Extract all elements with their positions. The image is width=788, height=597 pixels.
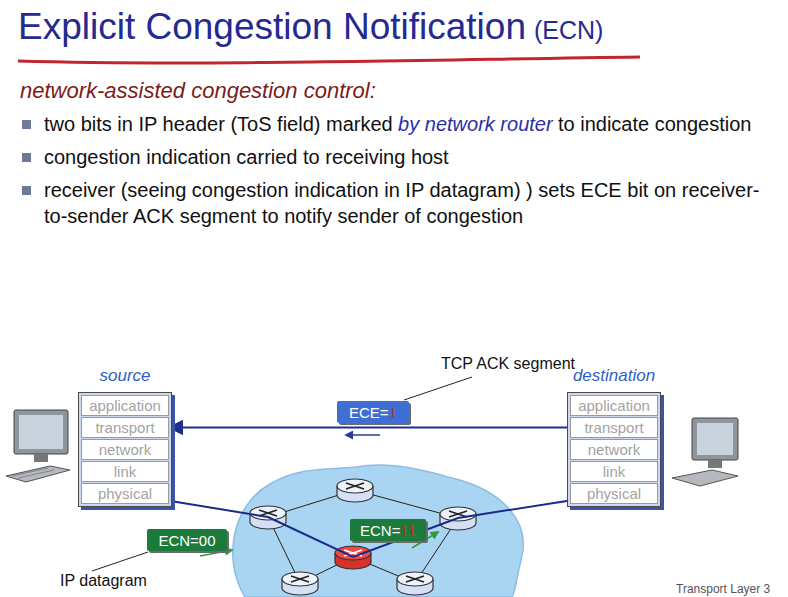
router bbox=[337, 479, 373, 502]
title-suffix: (ECN) bbox=[534, 16, 603, 44]
network-cloud bbox=[233, 465, 524, 597]
router bbox=[282, 572, 318, 595]
ip-datagram: ECN=11 bbox=[350, 519, 426, 541]
layer-name: link bbox=[114, 463, 137, 480]
protocol-stack: sourceapplicationtransportnetworklinkphy… bbox=[78, 392, 172, 507]
layer-name: transport bbox=[584, 419, 643, 436]
ack-path bbox=[169, 427, 570, 429]
bullet-square bbox=[22, 120, 31, 129]
stack-layer: transport bbox=[81, 417, 169, 438]
segment-label: TCP ACK segment bbox=[441, 355, 575, 373]
datagram-label: IP datagram bbox=[60, 572, 147, 590]
stack-layer: network bbox=[81, 439, 169, 460]
layer-name: link bbox=[603, 463, 626, 480]
layer-name: network bbox=[588, 441, 641, 458]
bullet-item: receiver (seeing congestion indication i… bbox=[20, 177, 770, 229]
direction-arrow bbox=[346, 434, 380, 436]
stack-heading: destination bbox=[568, 366, 660, 386]
bullet-text-part: receiver (seeing congestion indication i… bbox=[44, 179, 760, 227]
bullet-item: two bits in IP header (ToS field) marked… bbox=[20, 111, 770, 137]
title-row: Explicit Congestion Notification (ECN) bbox=[18, 6, 603, 48]
layer-name: application bbox=[578, 397, 650, 414]
protocol-stack: destinationapplicationtransportnetworkli… bbox=[567, 392, 661, 507]
field-name: ECN=00 bbox=[158, 532, 215, 549]
stack-layer: link bbox=[81, 461, 169, 482]
layer-name: network bbox=[99, 441, 152, 458]
router-links bbox=[268, 490, 458, 583]
stack-layer: application bbox=[570, 395, 658, 416]
datagram-route bbox=[169, 500, 570, 557]
layer-name: application bbox=[89, 397, 161, 414]
field-value: 11 bbox=[400, 522, 416, 539]
layer-name: physical bbox=[98, 485, 152, 502]
stack-layer: application bbox=[81, 395, 169, 416]
stack-layer: link bbox=[570, 461, 658, 482]
ack-segment: ECE=1 bbox=[337, 401, 409, 423]
leader-line bbox=[404, 377, 472, 400]
leader-line bbox=[92, 552, 148, 571]
bullet-text-part: two bits in IP header (ToS field) marked bbox=[44, 113, 393, 135]
router bbox=[397, 572, 433, 595]
bullet-square bbox=[22, 186, 31, 195]
layer-name: physical bbox=[587, 485, 641, 502]
stack-layer: network bbox=[570, 439, 658, 460]
field-name: ECN= bbox=[360, 522, 400, 539]
bullet-square bbox=[22, 153, 31, 162]
field-name: ECE= bbox=[349, 404, 389, 421]
stack-layer: physical bbox=[570, 483, 658, 504]
subtitle: network-assisted congestion control: bbox=[20, 78, 376, 104]
ip-datagram: ECN=00 bbox=[147, 529, 227, 551]
stack-layer: transport bbox=[570, 417, 658, 438]
stack-layer: physical bbox=[81, 483, 169, 504]
bullet-text: congestion indication carried to receivi… bbox=[44, 144, 770, 170]
emphasis-text: by network router bbox=[398, 113, 553, 135]
bullet-text: receiver (seeing congestion indication i… bbox=[44, 177, 770, 229]
bullet-text: two bits in IP header (ToS field) marked… bbox=[44, 111, 770, 137]
footer-text: Transport Layer 3 bbox=[676, 582, 770, 596]
title-underline bbox=[18, 57, 640, 63]
layer-name: transport bbox=[95, 419, 154, 436]
destination-computer bbox=[672, 418, 738, 486]
bullet-text-part: to indicate congestion bbox=[558, 113, 751, 135]
slide-title: Explicit Congestion Notification bbox=[18, 6, 526, 47]
bullet-item: congestion indication carried to receivi… bbox=[20, 144, 770, 170]
bullet-list: two bits in IP header (ToS field) marked… bbox=[20, 111, 770, 236]
source-computer bbox=[6, 410, 70, 482]
field-value: 1 bbox=[389, 404, 397, 421]
bullet-text-part: congestion indication carried to receivi… bbox=[44, 146, 449, 168]
stack-heading: source bbox=[79, 366, 171, 386]
